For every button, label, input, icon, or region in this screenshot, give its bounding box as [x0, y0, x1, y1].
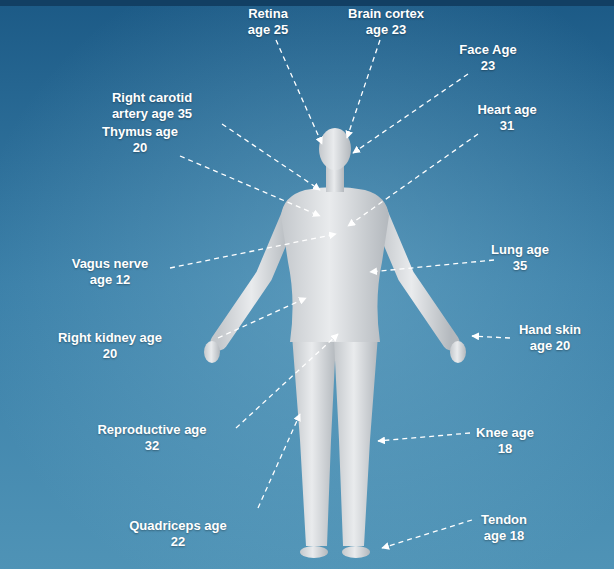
- right-foot: [342, 546, 370, 558]
- organ-age-label: Lung age 35: [484, 242, 556, 273]
- organ-age-label: Reproductive age 32: [90, 422, 214, 453]
- leader-line: [258, 414, 300, 508]
- top-band: [0, 0, 614, 6]
- leader-line: [353, 74, 468, 153]
- right-arm: [379, 212, 451, 342]
- left-hand: [204, 341, 220, 363]
- leader-line: [370, 260, 494, 272]
- leader-line: [170, 234, 336, 268]
- organ-age-label: Right carotid artery age 35: [100, 90, 204, 121]
- organ-age-label: Thymus age 20: [94, 124, 186, 155]
- leader-line: [378, 433, 470, 441]
- organ-age-label: Right kidney age 20: [49, 330, 171, 361]
- right-hand: [450, 341, 466, 363]
- leader-line: [180, 156, 320, 216]
- leader-line: [276, 40, 322, 144]
- left-foot: [300, 546, 328, 558]
- head: [319, 128, 351, 170]
- organ-age-label: Heart age 31: [469, 102, 545, 133]
- left-leg: [292, 335, 336, 546]
- leader-line: [347, 40, 380, 138]
- leader-line: [218, 298, 306, 338]
- organ-age-label: Knee age 18: [472, 425, 538, 456]
- leader-line: [472, 336, 510, 338]
- right-leg: [334, 335, 378, 546]
- torso: [281, 187, 389, 342]
- left-arm: [219, 212, 291, 342]
- organ-age-label: Face Age 23: [457, 42, 519, 73]
- organ-age-label: Hand skin age 20: [511, 322, 589, 353]
- leader-line: [348, 134, 478, 226]
- organ-age-label: Quadriceps age 22: [121, 518, 235, 549]
- organ-age-label: Tendon age 18: [473, 512, 535, 543]
- organ-age-label: Vagus nerve age 12: [66, 256, 154, 287]
- organ-age-label: Brain cortex age 23: [340, 6, 432, 37]
- leader-lines: [170, 40, 510, 548]
- human-figure: [204, 128, 466, 558]
- leader-line: [382, 520, 472, 548]
- leader-line: [236, 334, 338, 428]
- organ-age-label: Retina age 25: [237, 6, 299, 37]
- leader-line: [222, 124, 320, 190]
